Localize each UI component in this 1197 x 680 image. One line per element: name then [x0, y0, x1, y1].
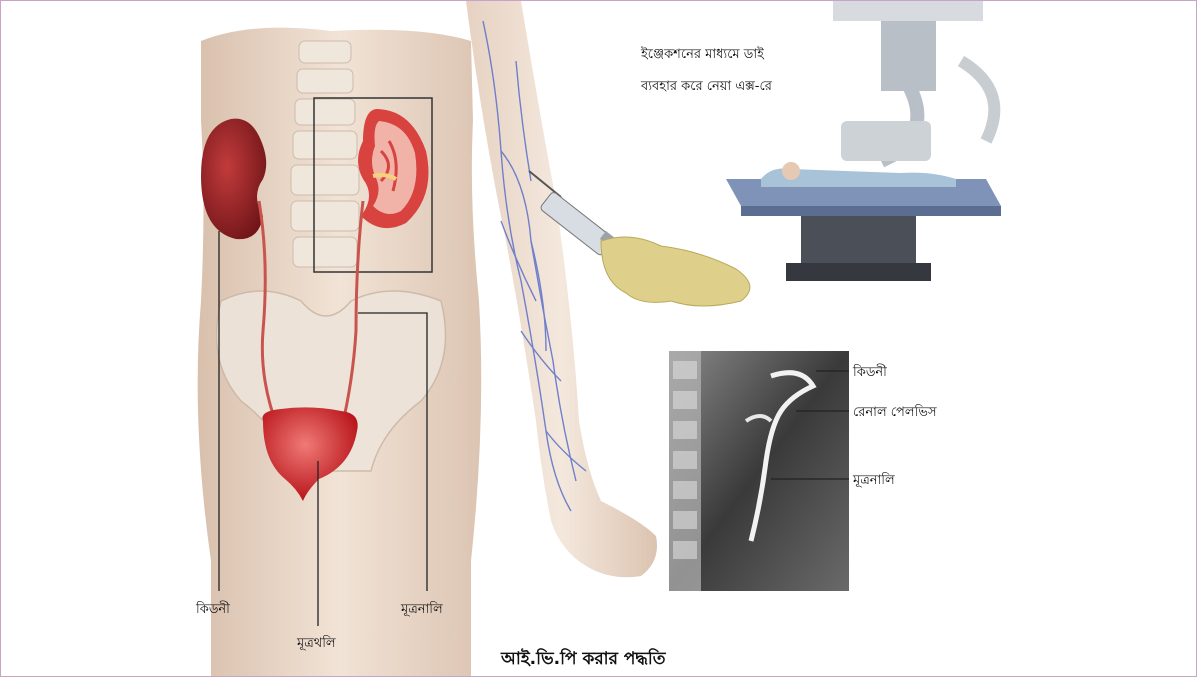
- annotation-line-1: ইঞ্জেকশনের মাধ্যমে ডাই: [640, 46, 765, 62]
- figure-caption: আই.ভি.পি করার পদ্ধতি: [500, 647, 667, 669]
- torso-illustration: [198, 28, 482, 676]
- body-label-bladder: মূত্রথলি: [296, 635, 336, 651]
- xray-label-ureter: মূত্রনালি: [852, 472, 895, 488]
- body-label-ureter: মূত্রনালি: [400, 601, 443, 617]
- xray-label-renal-pelvis: রেনাল পেলভিস: [853, 404, 937, 420]
- xray-machine-illustration: [726, 1, 1001, 281]
- body-label-kidney: কিডনী: [195, 601, 230, 617]
- annotation-line-2: ব্যবহার করে নেয়া এক্স-রে: [640, 79, 773, 94]
- xray-label-kidney: কিডনী: [852, 364, 887, 380]
- gloved-hand: [601, 237, 750, 306]
- xray-image: [669, 351, 849, 591]
